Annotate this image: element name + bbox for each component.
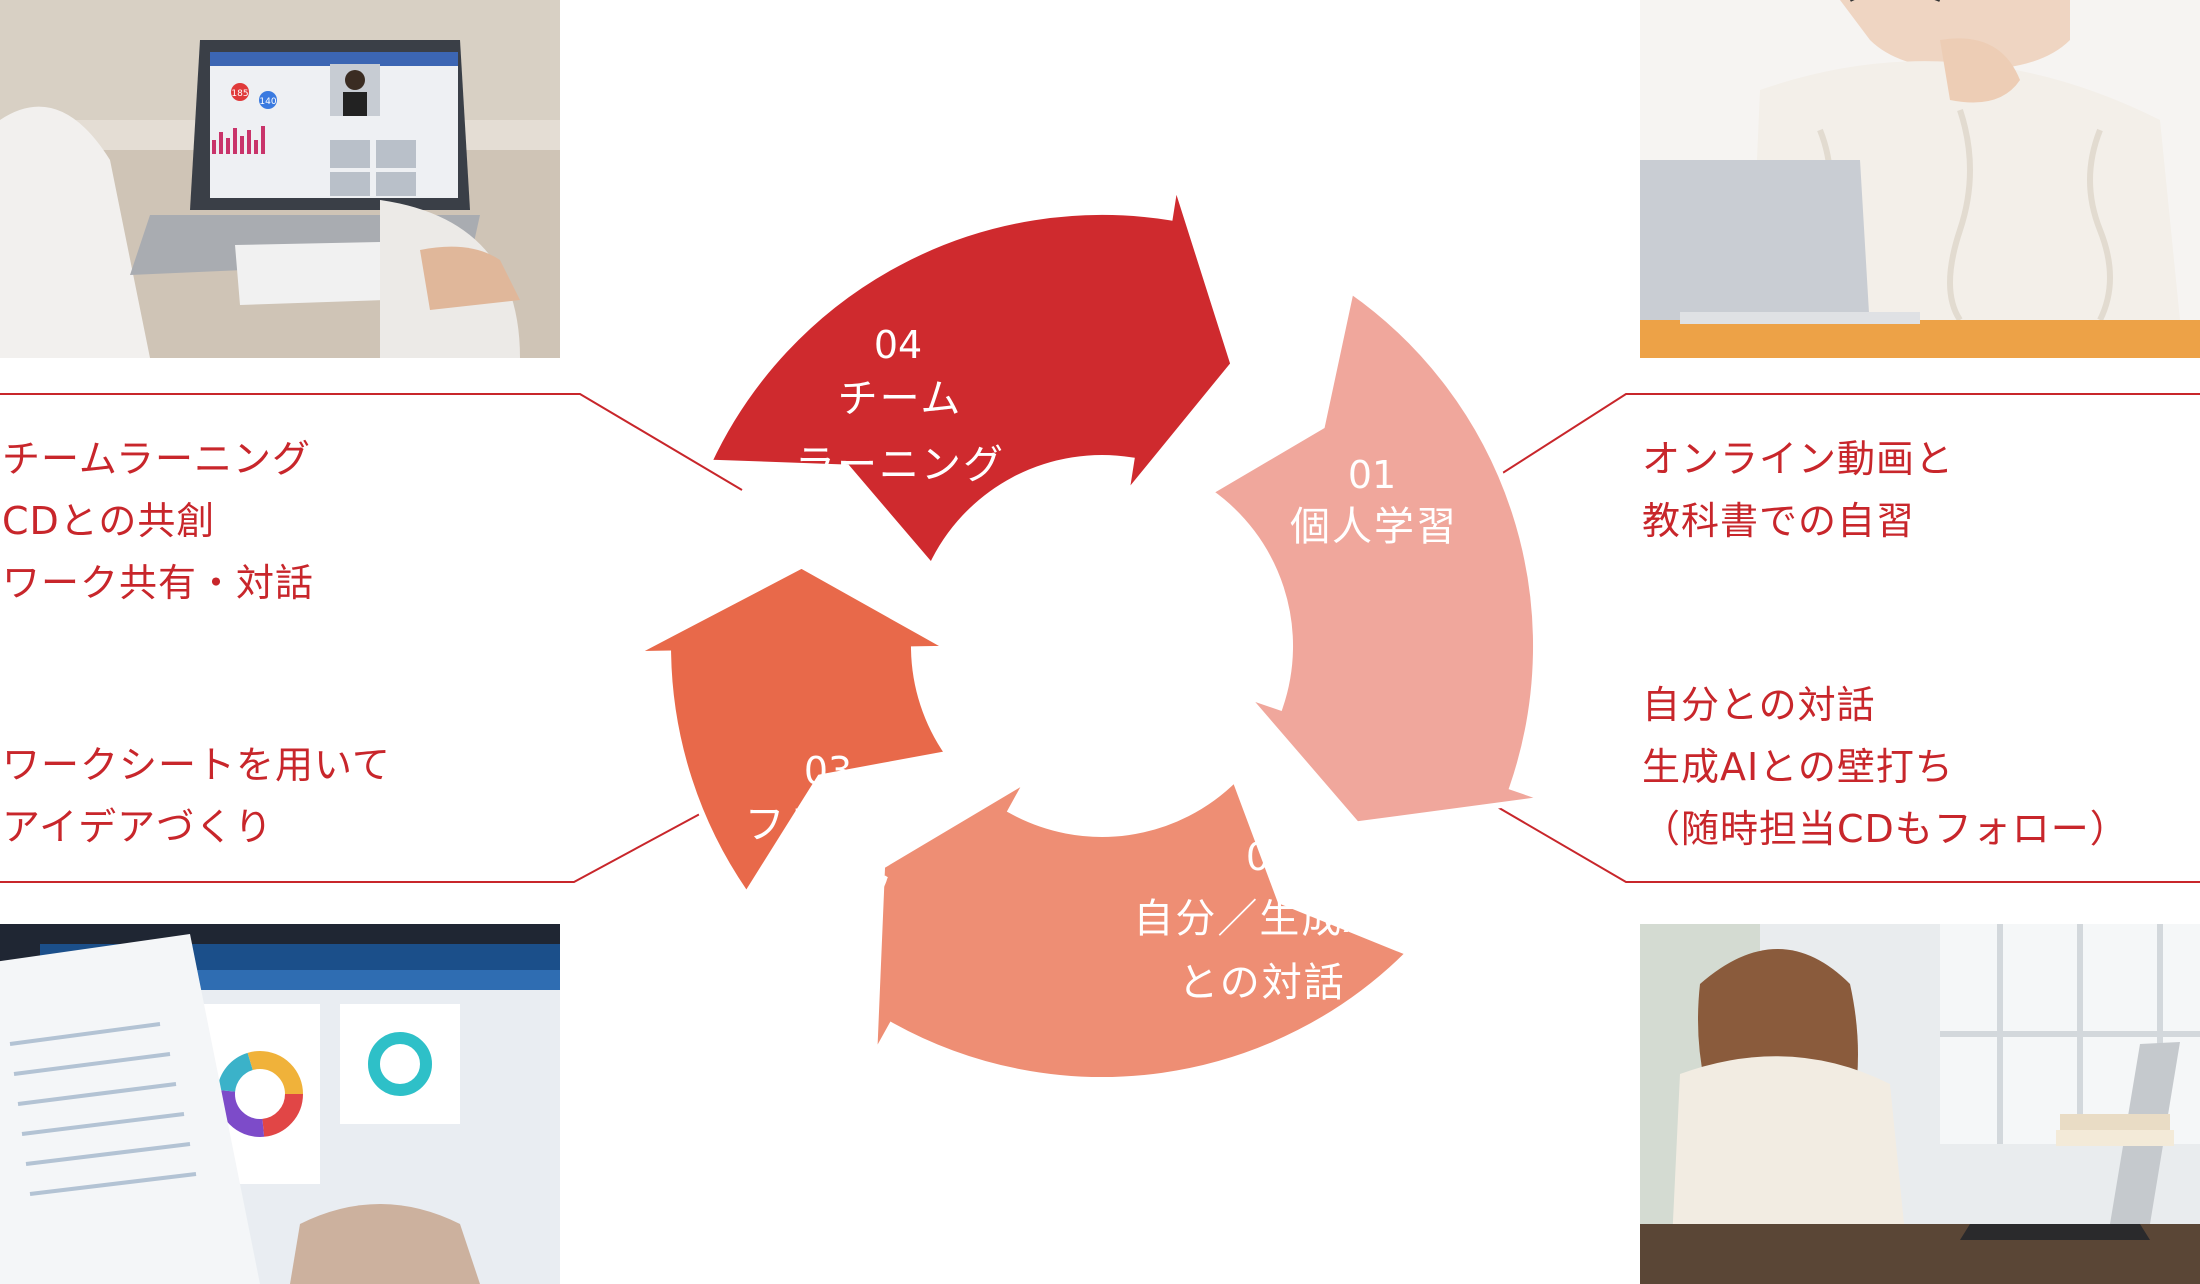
- segment-04-arrow: [704, 180, 1237, 572]
- photo-woman-laptop-top: [1640, 0, 2200, 358]
- segment-04-text-line-2: ラーニング: [795, 442, 1005, 488]
- segment-02-number: 02: [1246, 835, 1294, 879]
- photo-woman-laptop-bottom: [1640, 924, 2200, 1284]
- segment-01-label: 01 個人学習: [1290, 453, 1458, 550]
- segment-02-label: 02 自分／生成AI との対話: [1133, 835, 1386, 1006]
- description-dialogue: 自分との対話 生成AIとの壁打ち （随時担当CDもフォロー）: [1642, 674, 2129, 860]
- photo-analytics-screen: [0, 924, 560, 1284]
- screen-number-1: 185: [231, 89, 248, 99]
- leader-line-bottom-left: [0, 787, 749, 883]
- segment-03-number: 03: [804, 749, 852, 793]
- description-line: オンライン動画と: [1642, 437, 1955, 481]
- description-line: ワークシートを用いて: [2, 743, 391, 787]
- description-line: 自分との対話: [1642, 683, 1876, 727]
- description-team-learning: チームラーニング CDとの共創 ワーク共有・対話: [2, 428, 314, 614]
- description-line: 教科書での自習: [1642, 499, 1916, 543]
- description-line: 生成AIとの壁打ち: [1642, 745, 1954, 789]
- description-self-study: オンライン動画と 教科書での自習: [1642, 428, 1954, 552]
- leader-line-bottom-right: [1457, 783, 2200, 883]
- segment-03-label: 03 フレーム ワーク: [745, 749, 912, 912]
- segment-04-label: 04 チーム ラーニング: [795, 323, 1005, 488]
- segment-01-arrow: [1204, 285, 1548, 828]
- segment-03-arrow: [630, 562, 962, 901]
- description-framework: ワークシートを用いて アイデアづくり: [2, 734, 391, 858]
- description-line: ワーク共有・対話: [2, 561, 315, 605]
- segment-03-text-line-1: フレーム: [745, 802, 912, 848]
- description-line: CDとの共創: [2, 499, 216, 543]
- leader-line-top-right: [1475, 393, 2200, 491]
- leader-lines: [0, 393, 2200, 883]
- description-line: （随時担当CDもフォロー）: [1642, 807, 2129, 851]
- segment-04-text-line-1: チーム: [838, 376, 963, 422]
- screen-number-2: 140: [259, 97, 276, 107]
- segment-02-text-line-1: 自分／生成AI: [1133, 896, 1386, 942]
- segment-03-text-line-2: ワーク: [769, 866, 895, 912]
- segment-04-number: 04: [874, 323, 922, 367]
- map-pin-icon: [231, 83, 249, 101]
- segment-02-arrow: [871, 770, 1415, 1084]
- description-line: チームラーニング: [2, 437, 311, 481]
- description-line: アイデアづくり: [2, 805, 274, 849]
- segment-01-number: 01: [1348, 453, 1396, 497]
- cycle-segments: [630, 180, 1548, 1084]
- leader-line-top-left: [0, 393, 743, 491]
- map-pin-icon: [259, 91, 277, 109]
- segment-01-text-line-1: 個人学習: [1290, 504, 1458, 550]
- photo-video-conference: 185 140: [0, 0, 560, 358]
- segment-02-text-line-2: との対話: [1178, 960, 1346, 1006]
